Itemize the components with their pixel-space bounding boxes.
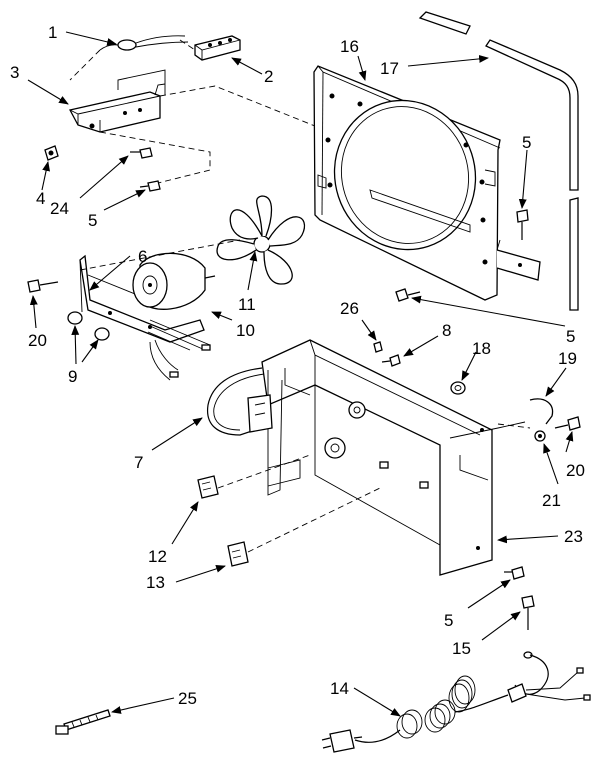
- callout-10: 10: [236, 321, 255, 340]
- callout-13: 13: [146, 573, 165, 592]
- callout-25: 25: [178, 689, 197, 708]
- callout-labels: 1 2 3 4 24 5 16 17 5 6 11 20 9 10 5 26 8…: [10, 23, 585, 708]
- part-20-screw-right: [554, 416, 581, 431]
- part-15-screw: [521, 595, 535, 659]
- callout-15: 15: [452, 639, 471, 658]
- callout-16: 16: [340, 37, 359, 56]
- part-9-nut-b: [94, 327, 110, 341]
- callout-9: 9: [68, 367, 77, 386]
- part-13-capacitor: [227, 541, 249, 567]
- callout-2: 2: [264, 67, 273, 86]
- callout-7: 7: [134, 453, 143, 472]
- callout-5-c: 5: [566, 327, 575, 346]
- part-17-gasket: [418, 11, 579, 311]
- part-2-terminal-block: [194, 35, 241, 61]
- callout-21: 21: [542, 491, 561, 510]
- part-19-strap: [529, 398, 554, 425]
- callout-26: 26: [340, 299, 359, 318]
- callout-20-a: 20: [28, 331, 47, 350]
- part-9-nut-a: [67, 311, 83, 325]
- callout-19: 19: [558, 349, 577, 368]
- part-4-clip: [44, 145, 59, 161]
- part-14-power-cord: [321, 654, 591, 753]
- callout-4: 4: [36, 189, 45, 208]
- part-10-fan-motor: [132, 252, 216, 381]
- part-7-harness: [207, 367, 273, 436]
- callout-6: 6: [138, 247, 147, 266]
- callout-14: 14: [330, 679, 349, 698]
- part-8-screw: [381, 354, 401, 367]
- part-5-screw-c: [395, 288, 421, 302]
- callout-5-d: 5: [444, 611, 453, 630]
- part-25-tie-strap: [55, 709, 111, 735]
- callout-18: 18: [472, 339, 491, 358]
- part-3-bracket: [69, 69, 166, 133]
- callout-17: 17: [380, 59, 399, 78]
- part-5-screw-a: [139, 180, 161, 192]
- part-24-screw: [130, 147, 153, 159]
- part-26-clip: [373, 341, 383, 353]
- part-21-washer: [534, 430, 546, 442]
- part-23-base-panel: [261, 339, 526, 576]
- part-12-relay: [197, 475, 219, 499]
- callout-5-b: 5: [522, 133, 531, 152]
- callout-5-a: 5: [88, 211, 97, 230]
- callout-1: 1: [48, 23, 57, 42]
- callout-20-b: 20: [566, 461, 585, 480]
- part-11-fan-blade: [216, 195, 306, 285]
- leader-lines: [27, 31, 574, 717]
- part-18-grommet: [450, 381, 466, 395]
- part-16-shroud: [313, 65, 541, 301]
- part-20-screw-left: [27, 279, 59, 293]
- callout-24: 24: [50, 199, 69, 218]
- callout-3: 3: [10, 63, 19, 82]
- part-5-screw-d: [504, 566, 525, 580]
- callout-12: 12: [148, 547, 167, 566]
- callout-23: 23: [564, 527, 583, 546]
- callout-8: 8: [442, 321, 451, 340]
- callout-11: 11: [238, 295, 256, 314]
- part-5-screw-b: [516, 209, 529, 240]
